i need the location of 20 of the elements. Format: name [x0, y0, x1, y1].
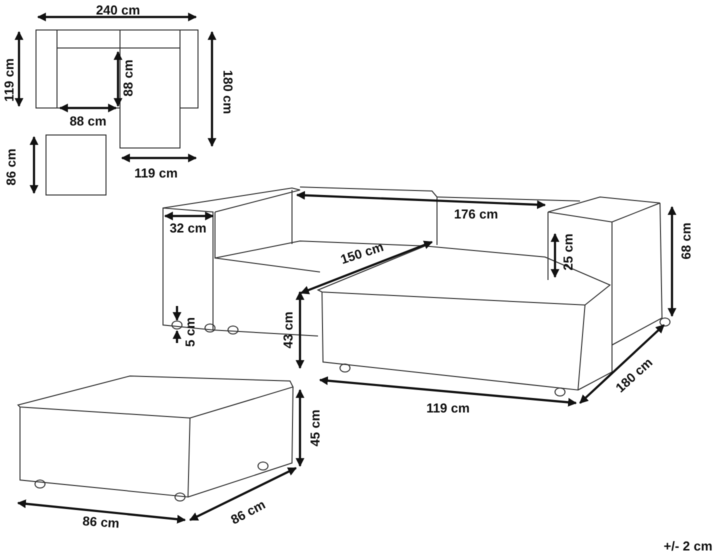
dimension-label: 119 cm: [426, 402, 470, 414]
dimension-label: 86 cm: [4, 148, 18, 186]
dimension-label: 5 cm: [184, 317, 196, 347]
dimension-label: 119 cm: [134, 166, 178, 180]
dimension-label: 25 cm: [562, 234, 574, 270]
dimension-label: 43 cm: [282, 312, 294, 348]
dimension-label: +/- 2 cm: [664, 540, 712, 552]
dimension-label: 180 cm: [613, 355, 655, 395]
dimension-label: 150 cm: [339, 240, 385, 266]
dimension-label: 32 cm: [170, 222, 206, 234]
dimension-label: 240 cm: [96, 4, 140, 16]
dimension-label: 68 cm: [680, 222, 692, 260]
dimension-label: 86 cm: [228, 498, 268, 526]
dimension-label: 88 cm: [70, 114, 106, 128]
dimension-label: 45 cm: [308, 410, 322, 446]
dimension-label: 180 cm: [222, 70, 234, 114]
dimension-label: 176 cm: [454, 208, 498, 220]
dimension-label: 88 cm: [122, 60, 134, 96]
dimension-label: 119 cm: [2, 58, 16, 102]
dimension-label: 86 cm: [82, 514, 120, 530]
